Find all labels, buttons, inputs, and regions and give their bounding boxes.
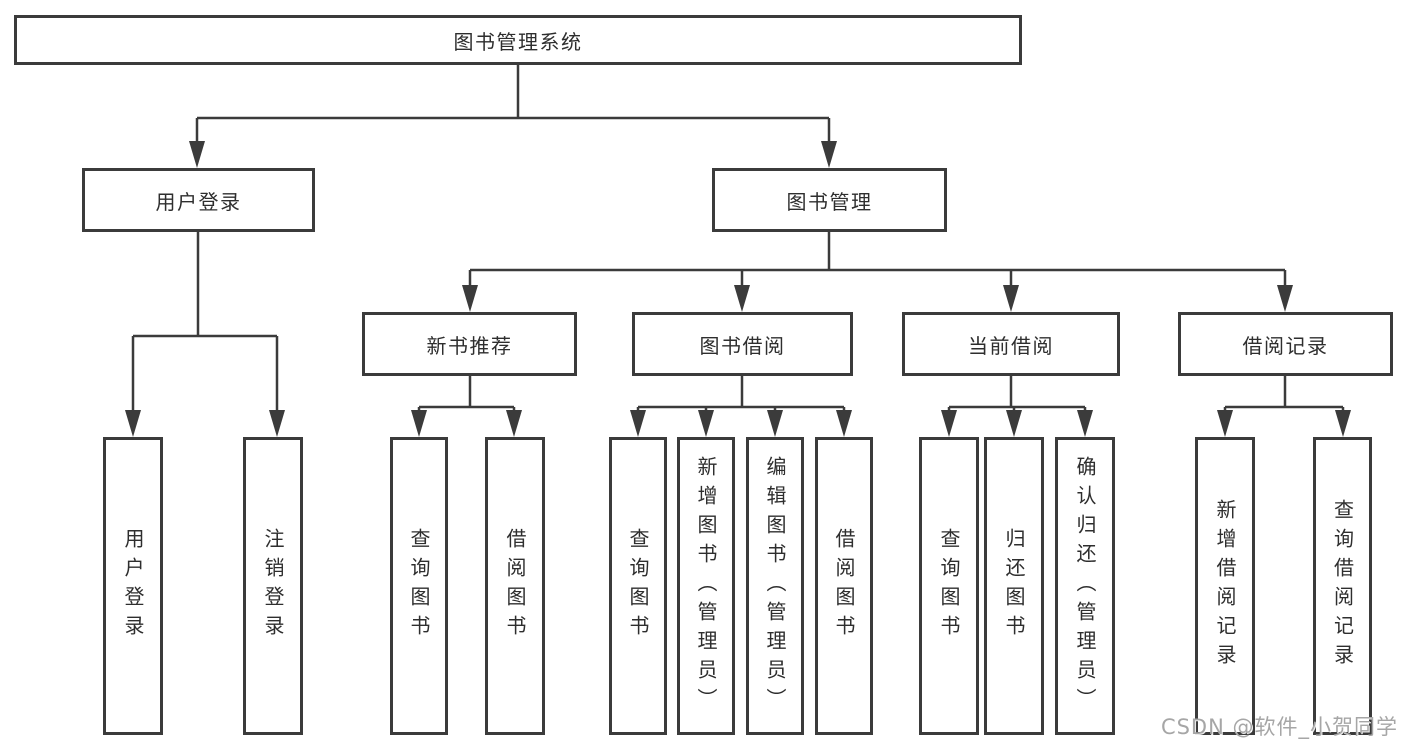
node-root-system: 图书管理系统 <box>14 15 1022 65</box>
node-user-login: 用户登录 <box>82 168 315 232</box>
leaf-logout-login: 注销登录 <box>243 437 303 735</box>
node-borrow-records-label: 借阅记录 <box>1242 333 1329 358</box>
node-book-management-label: 图书管理 <box>786 189 873 214</box>
node-current-borrow-label: 当前借阅 <box>968 333 1054 358</box>
leaf-borrow-book: 借阅图书 <box>815 437 873 735</box>
leaf-query-book-borrow: 查询图书 <box>609 437 667 735</box>
watermark: CSDN @软件_小贺同学 <box>1160 715 1398 739</box>
node-new-book-recommend-label: 新书推荐 <box>426 333 513 358</box>
node-user-login-label: 用户登录 <box>155 189 242 214</box>
leaf-query-book-recommend: 查询图书 <box>390 437 448 735</box>
node-book-management: 图书管理 <box>712 168 947 232</box>
leaf-add-borrow-record: 新增借阅记录 <box>1195 437 1255 735</box>
leaf-edit-book-admin: 编辑图书（管理员） <box>746 437 804 735</box>
leaf-confirm-return-admin: 确认归还（管理员） <box>1055 437 1115 735</box>
node-current-borrow: 当前借阅 <box>902 312 1120 376</box>
node-new-book-recommend: 新书推荐 <box>362 312 577 376</box>
node-borrow-records: 借阅记录 <box>1178 312 1393 376</box>
leaf-query-borrow-record: 查询借阅记录 <box>1313 437 1372 735</box>
node-root-system-label: 图书管理系统 <box>453 29 583 54</box>
arrowheads <box>125 141 1351 437</box>
leaf-add-book-admin: 新增图书（管理员） <box>677 437 735 735</box>
node-book-borrow: 图书借阅 <box>632 312 853 376</box>
node-book-borrow-label: 图书借阅 <box>699 333 786 358</box>
leaf-user-login: 用户登录 <box>103 437 163 735</box>
leaf-query-book-current: 查询图书 <box>919 437 979 735</box>
leaf-return-book: 归还图书 <box>984 437 1044 735</box>
leaf-borrow-book-recommend: 借阅图书 <box>485 437 545 735</box>
